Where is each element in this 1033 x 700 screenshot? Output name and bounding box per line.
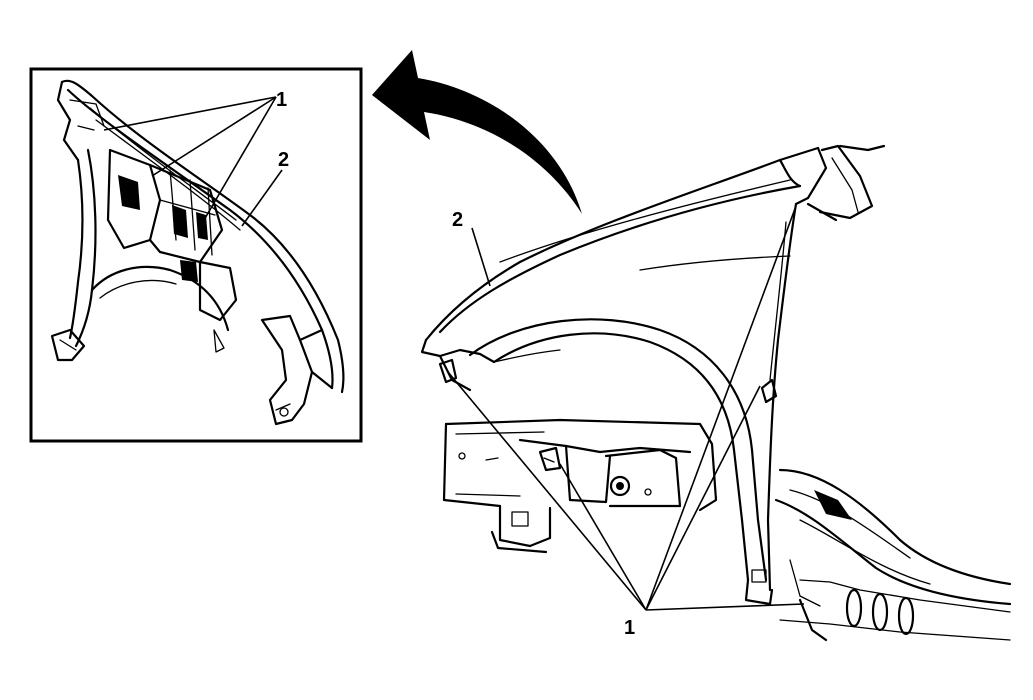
inset-fender-inner-view: [50, 79, 345, 426]
fender-panel: [420, 146, 828, 606]
inset-callout-1: 1: [276, 89, 287, 111]
vehicle-front-corner: [420, 144, 1012, 642]
inset-frame: [29, 67, 363, 443]
rocker-and-apron: [774, 468, 1012, 642]
main-leaders: [447, 205, 805, 611]
a-pillar: [806, 144, 886, 222]
inset-detail: 1 2: [29, 67, 363, 443]
inset-callout-2: 2: [278, 149, 289, 171]
inset-leaders: [103, 96, 283, 227]
front-structure: [438, 358, 718, 554]
main-callout-2: 2: [452, 209, 463, 231]
removal-direction-arrow: [372, 50, 582, 214]
main-callout-1: 1: [624, 617, 635, 639]
